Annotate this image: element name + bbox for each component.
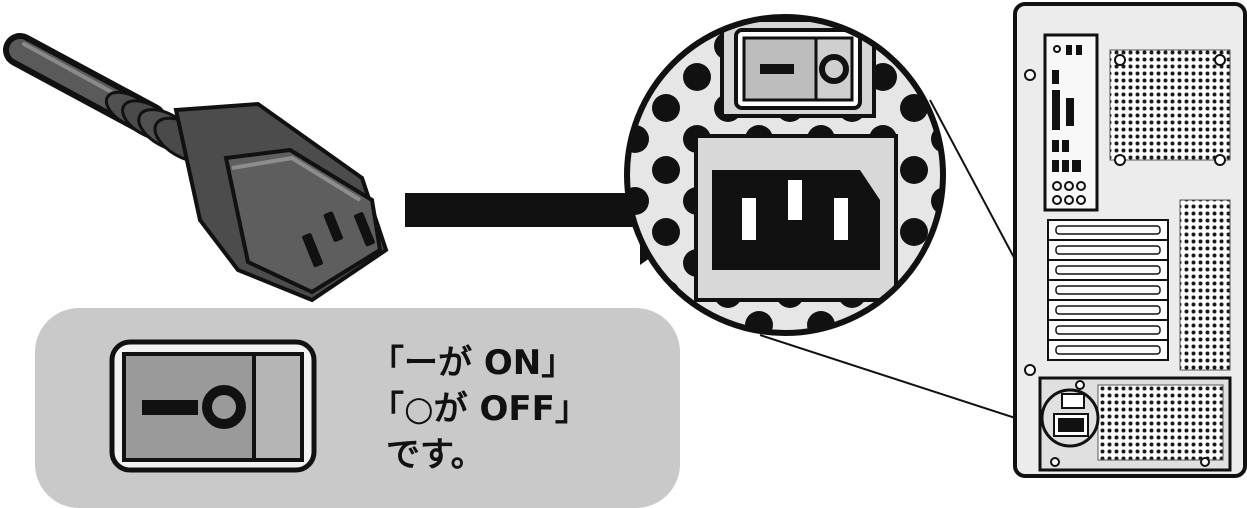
note-line-end: です。 [386, 435, 485, 475]
power-cable-icon [3, 33, 389, 303]
arrow-right-icon [405, 155, 718, 265]
diagram: 「ーが ON」 「○が OFF」 です。 [3, 2, 1247, 508]
zoom-power-switch-icon [720, 18, 876, 118]
switch-explanation: 「ーが ON」 「○が OFF」 です。 [370, 340, 589, 478]
note-line-off: 「○が OFF」 [370, 389, 589, 429]
illustration [3, 2, 1247, 478]
note-line-on: 「ーが ON」 [370, 343, 576, 383]
pc-case-rear-icon [1013, 2, 1247, 478]
zoom-power-inlet-icon [694, 134, 898, 302]
power-switch-icon [109, 339, 317, 473]
zoom-circle-icon [624, 14, 946, 336]
